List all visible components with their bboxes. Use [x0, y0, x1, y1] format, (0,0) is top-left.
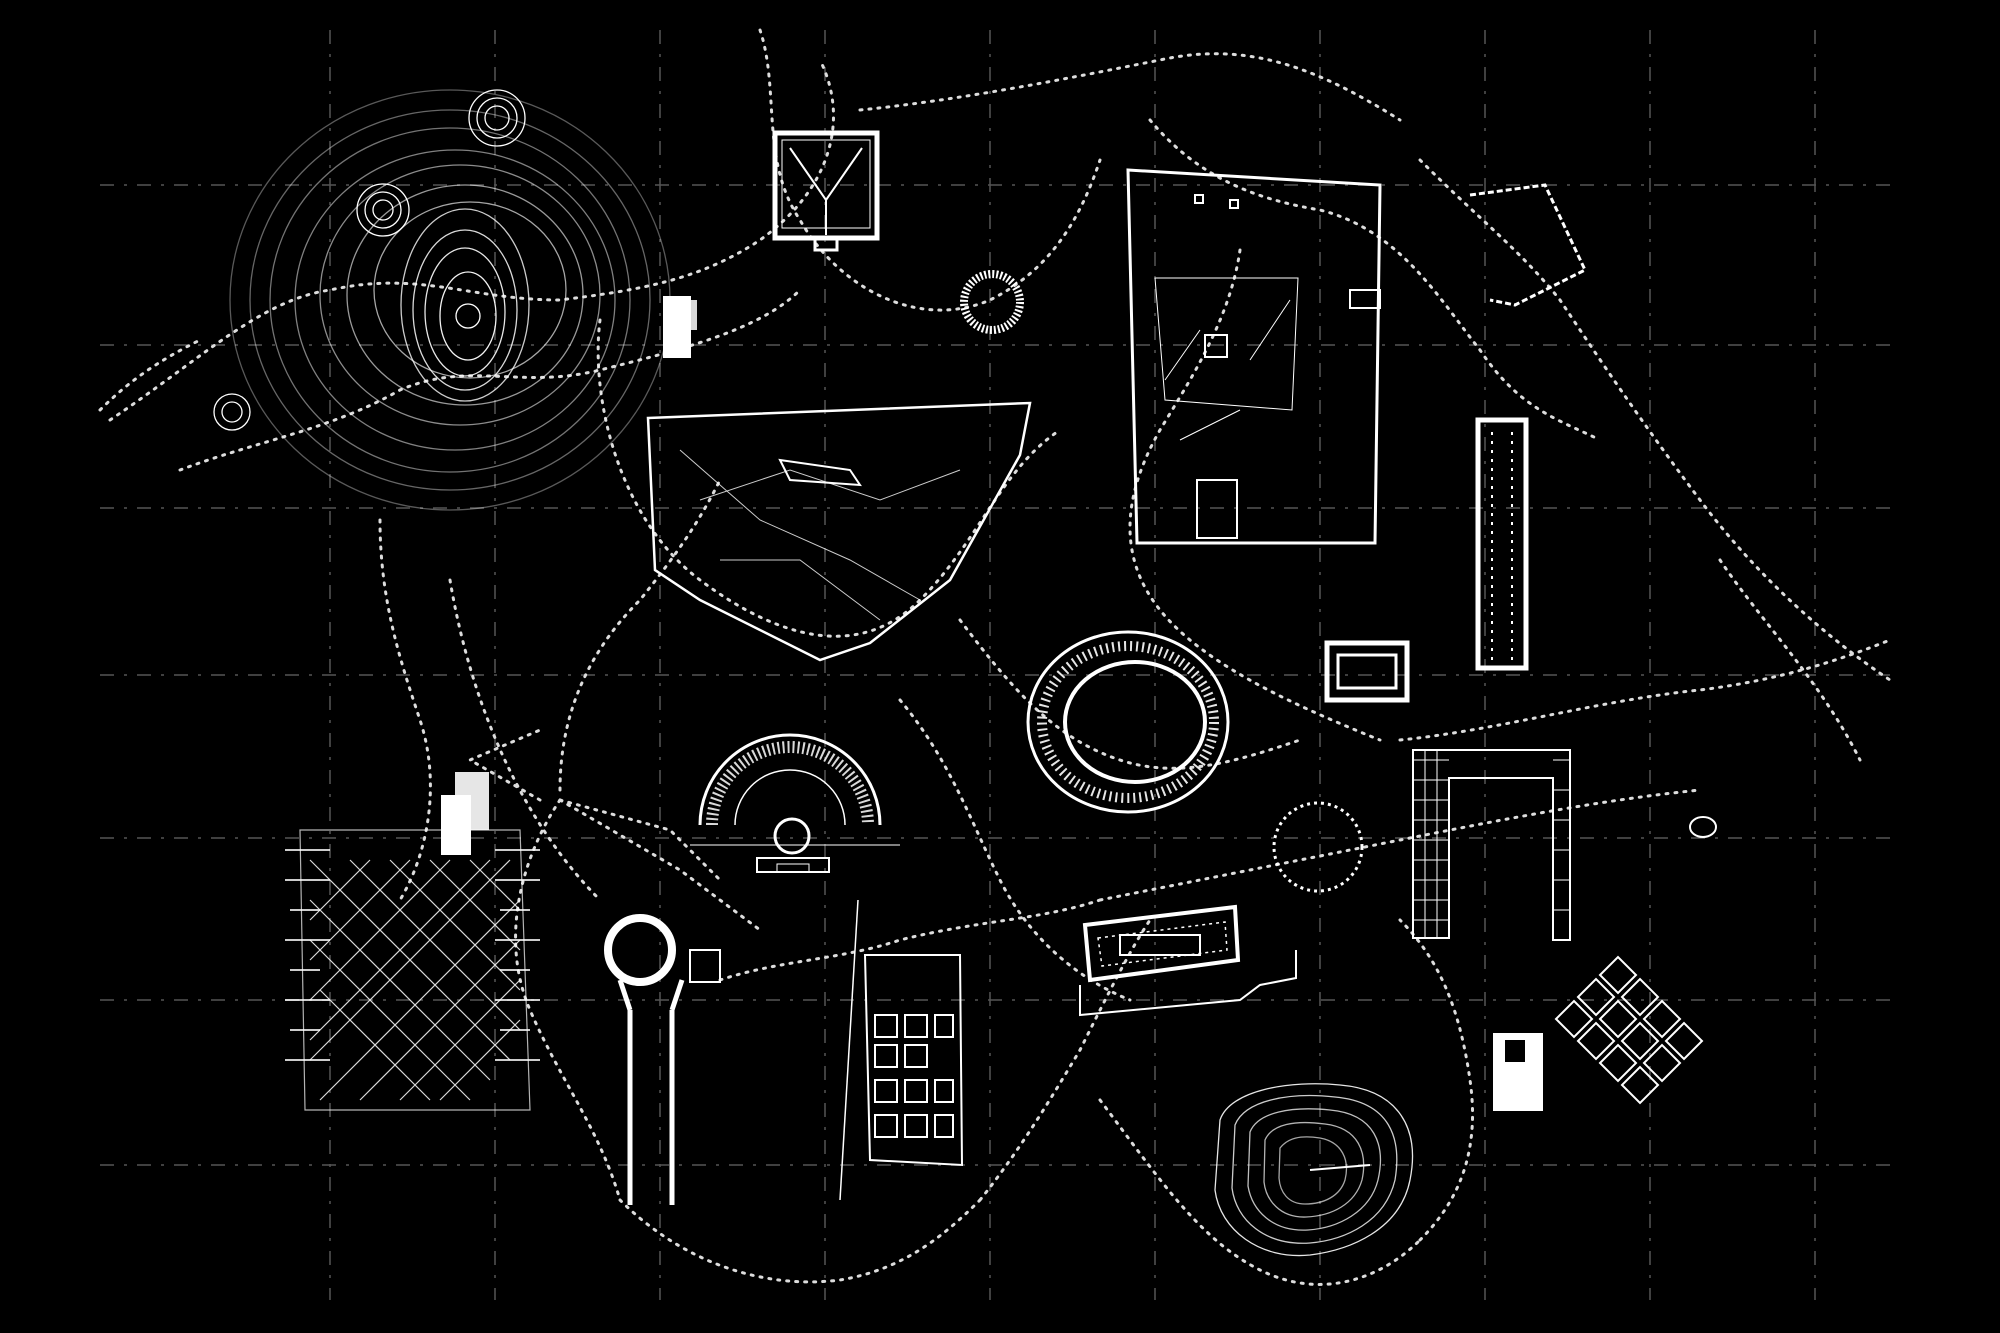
terrain-paths	[98, 28, 1892, 1286]
keyhole-plan	[604, 914, 721, 1205]
block-model-top	[663, 296, 697, 358]
diamond-cells	[1554, 955, 1704, 1105]
agora-grid-plan	[839, 899, 964, 1201]
tower-model	[1493, 1033, 1543, 1111]
contour-hill	[213, 89, 671, 511]
greek-theater-plan	[690, 733, 900, 873]
tholos-ring	[1272, 801, 1364, 893]
block-model-left	[441, 772, 489, 855]
amphitheater-plan	[1026, 630, 1230, 814]
peripteral-temple-plan	[1079, 904, 1297, 1017]
long-stoa-plan	[1475, 417, 1529, 671]
ring-plan	[960, 270, 1024, 334]
mesh-block-plan	[285, 829, 540, 1111]
grid-colonnade-complex	[1412, 749, 1571, 941]
square-temple-plan	[772, 130, 880, 252]
rectangular-enclosure	[1126, 168, 1382, 545]
survey-grid	[100, 30, 1900, 1300]
irregular-site-plan	[646, 401, 1032, 662]
hexagonal-outline	[1469, 183, 1587, 307]
small-gate-plan	[1324, 640, 1410, 703]
small-oval	[1689, 816, 1717, 838]
contour-island	[1214, 1083, 1414, 1257]
